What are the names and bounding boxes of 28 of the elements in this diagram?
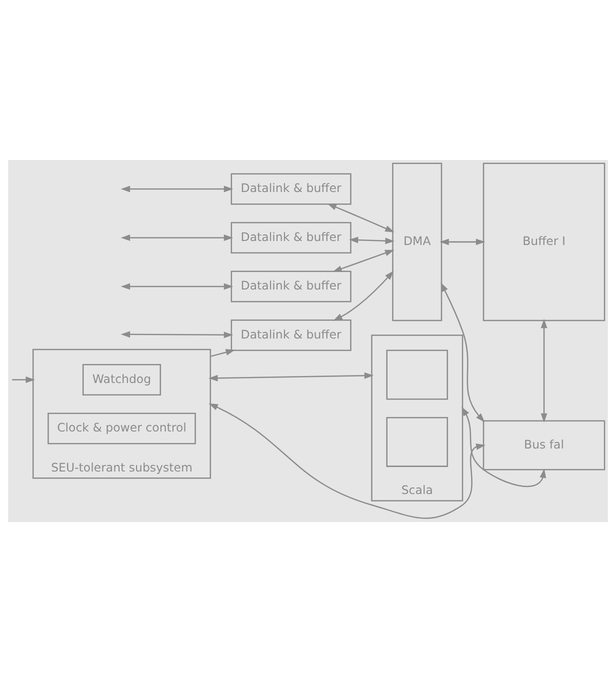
arrow xyxy=(327,203,394,232)
node-box xyxy=(386,416,448,466)
node-box: Datalink & buffer xyxy=(230,221,352,253)
node-box: Clock & power control xyxy=(48,412,196,444)
node-box xyxy=(386,349,448,400)
arrow xyxy=(332,249,394,272)
node-box: DMA xyxy=(392,162,442,321)
node-box: Datalink & buffer xyxy=(230,318,352,350)
node-box: Bus fal xyxy=(482,420,606,470)
arrow xyxy=(462,406,546,486)
arrow xyxy=(440,238,486,245)
node-box: Buffer I xyxy=(482,162,606,321)
arrow xyxy=(208,402,486,518)
arrow xyxy=(348,236,395,244)
arrow xyxy=(120,185,234,192)
arrow xyxy=(12,376,35,382)
arrow xyxy=(120,330,234,338)
arrow xyxy=(440,282,485,422)
arrow xyxy=(540,318,548,422)
arrow xyxy=(208,372,374,381)
arrow xyxy=(120,282,234,290)
node-box: Datalink & buffer xyxy=(230,270,352,302)
arrow xyxy=(210,348,236,357)
node-box: Datalink & buffer xyxy=(230,172,352,204)
arrow xyxy=(120,234,234,240)
cluster: Scala xyxy=(371,334,464,501)
node-box: Watchdog xyxy=(82,364,162,395)
arrow xyxy=(333,270,394,320)
